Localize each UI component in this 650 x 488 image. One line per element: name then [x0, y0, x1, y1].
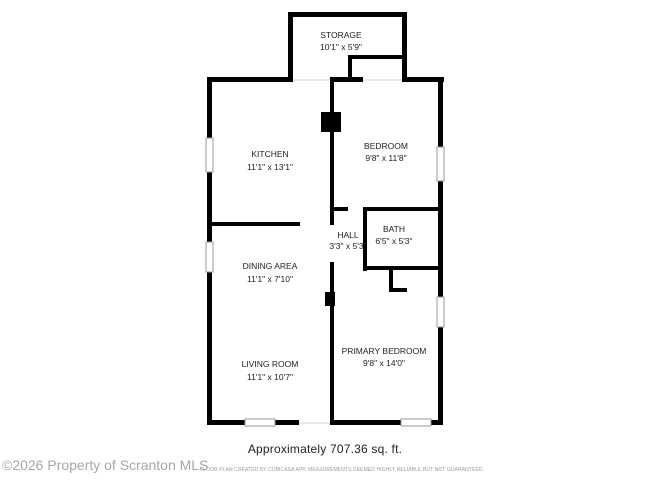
- hall-dims: 3'3" x 5'3": [329, 241, 366, 251]
- window-living-bottom: [244, 418, 276, 427]
- window-kitchen: [205, 137, 214, 173]
- kitchen-bedroom-wall: [330, 77, 334, 225]
- chimney: [321, 112, 341, 132]
- living-dims: 11'1" x 10'7": [247, 372, 293, 382]
- bedroom-hall-stub: [334, 207, 348, 211]
- outer-wall-top-left: [207, 77, 293, 82]
- window-primary: [436, 296, 445, 328]
- door-gaps: [293, 79, 402, 424]
- dining-dims: 11'1" x 7'10": [247, 274, 293, 284]
- bedroom-dims: 9'8" x 11'8": [365, 153, 406, 163]
- living-name: LIVING ROOM: [242, 359, 299, 369]
- bath-bottom-wall: [363, 266, 443, 270]
- storage-wall-right: [402, 12, 407, 80]
- storage-wall-left: [288, 12, 293, 80]
- outer-wall-top-right: [402, 77, 444, 82]
- walls: [207, 12, 444, 425]
- bedroom-name: BEDROOM: [364, 141, 408, 151]
- outer-wall-bottom-right: [330, 420, 443, 425]
- storage-dims: 10'1" x 5'9": [320, 42, 362, 52]
- square-footage-caption: Approximately 707.36 sq. ft.: [247, 442, 403, 456]
- bath-left-wall: [363, 207, 367, 271]
- bedroom-bath-wall: [363, 207, 443, 211]
- hall-name: HALL: [337, 230, 359, 240]
- window-dining: [205, 241, 214, 273]
- storage-name: STORAGE: [320, 30, 362, 40]
- dining-name: DINING AREA: [243, 261, 298, 271]
- closet-bottom-wall: [389, 288, 407, 292]
- outer-wall-top-mid: [330, 77, 363, 82]
- primary-dims: 9'8" x 14'0": [363, 358, 405, 368]
- storage-closet-left: [348, 55, 352, 79]
- storage-wall-top: [288, 12, 407, 17]
- windows: [205, 137, 445, 427]
- window-bedroom: [436, 146, 445, 182]
- bath-name: BATH: [383, 224, 405, 234]
- kitchen-name: KITCHEN: [251, 149, 288, 159]
- kitchen-dims: 11'1" x 13'1": [247, 162, 293, 172]
- outer-wall-right: [438, 77, 443, 425]
- bath-dims: 6'5" x 5'3": [375, 236, 412, 246]
- room-labels: STORAGE 10'1" x 5'9" KITCHEN 11'1" x 13'…: [242, 30, 427, 382]
- mls-watermark: ©2026 Property of Scranton MLS: [2, 457, 209, 473]
- floorplan-disclaimer: FLOOR PLAN CREATED BY CUBICASA APP. MEAS…: [200, 467, 485, 473]
- window-primary-bottom: [400, 418, 432, 427]
- storage-closet-top: [348, 55, 403, 59]
- kitchen-dining-wall: [207, 222, 300, 226]
- primary-name: PRIMARY BEDROOM: [342, 346, 427, 356]
- hall-left-wall: [330, 262, 334, 425]
- hall-post: [325, 292, 335, 306]
- closet-left-wall: [389, 266, 393, 292]
